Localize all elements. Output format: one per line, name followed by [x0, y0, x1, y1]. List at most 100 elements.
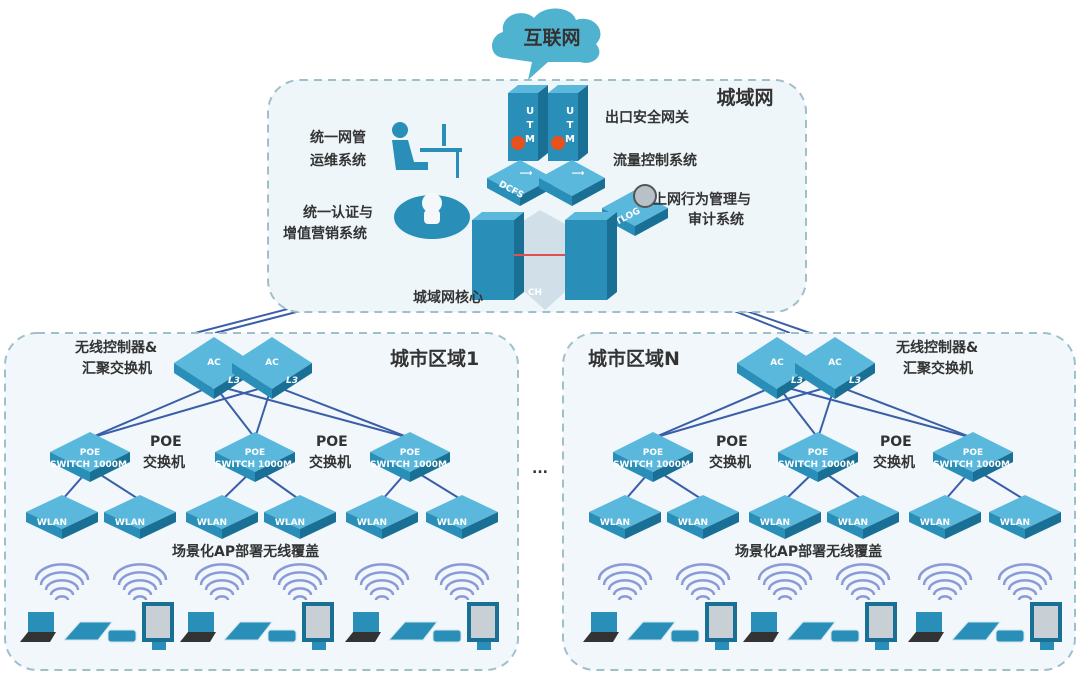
wifi-signal-icon [354, 563, 410, 601]
flow-control-device-2: ⟶ [539, 160, 605, 206]
region-1-poe-label-a2: 交换机 [143, 454, 185, 471]
region-1-poe-label-b2: 交换机 [309, 454, 351, 471]
device-text: WLAN [838, 518, 868, 528]
device-text: POE [643, 448, 663, 458]
monitor-icon [705, 602, 737, 650]
device-text: AC [207, 358, 221, 368]
region-n-ac-label-2: 汇聚交换机 [903, 360, 973, 377]
region-1-title: 城市区域1 [390, 347, 479, 370]
device-text: 1000M [821, 460, 855, 470]
monitor-icon [142, 602, 174, 650]
monitor-icon [302, 602, 334, 650]
region-1-wlan-ap-3: WLAN [186, 495, 258, 539]
audit-label-2: 审计系统 [688, 211, 744, 228]
region-n-wlan-ap-3: WLAN [749, 495, 821, 539]
device-text: WLAN [275, 518, 305, 528]
region-n-poe-label-a2: 交换机 [709, 454, 751, 471]
core-switch-1 [472, 212, 524, 300]
device-text: SWITCH [50, 460, 90, 470]
device-text: POE [400, 448, 420, 458]
wifi-signal-icon [835, 563, 891, 601]
device-text: ⟶ [520, 169, 533, 179]
laptop-icon [20, 612, 56, 642]
tablet-icon [62, 621, 114, 641]
device-text: 1000M [976, 460, 1010, 470]
device-text: WLAN [1000, 518, 1030, 528]
device-text: WLAN [920, 518, 950, 528]
tablet-icon [625, 621, 677, 641]
device-text: L3 [849, 376, 861, 386]
region-1-wlan-ap-2: WLAN [104, 495, 176, 539]
link-line [89, 384, 215, 439]
core-switch-2 [565, 212, 617, 300]
device-text: 1000M [93, 460, 127, 470]
device-text: 1000M [258, 460, 292, 470]
wifi-signal-icon [675, 563, 731, 601]
utm-firewall-1-label: UTM [524, 106, 535, 148]
device-text: SWITCH [778, 460, 818, 470]
device-text: L3 [286, 376, 298, 386]
tablet-icon [222, 621, 274, 641]
core-label: 城域网核心 [413, 289, 483, 306]
link-line [271, 384, 411, 439]
region-n-ac-label-1: 无线控制器& [895, 339, 978, 356]
tablet-icon [950, 621, 1002, 641]
fire-icon [551, 136, 565, 150]
phone-icon [107, 629, 137, 643]
device-text: ⟶ [572, 169, 585, 179]
device-text: WLAN [197, 518, 227, 528]
device-text: 1000M [656, 460, 690, 470]
nms-label-1: 统一网管 [310, 129, 366, 146]
ellipsis: ... [532, 461, 548, 477]
region-1-ac-label-2: 汇聚交换机 [82, 360, 152, 377]
phone-icon [670, 629, 700, 643]
internet-cloud-icon [491, 8, 601, 80]
device-text: WLAN [37, 518, 67, 528]
region-n-wlan-ap-1: WLAN [589, 495, 661, 539]
region-1-wlan-ap-4: WLAN [264, 495, 336, 539]
metro-title: 城域网 [716, 86, 773, 109]
gateway-label: 出口安全网关 [605, 109, 689, 126]
link-line [652, 384, 836, 439]
wifi-signal-icon [434, 563, 490, 601]
nms-label-2: 运维系统 [310, 152, 366, 169]
region-n-wlan-ap-5: WLAN [909, 495, 981, 539]
region-1-box [4, 332, 519, 671]
wifi-signal-icon [34, 563, 90, 601]
device-text: POE [963, 448, 983, 458]
magnifier-icon [633, 184, 657, 208]
auth-system-icon [394, 193, 470, 239]
region-n-box [562, 332, 1076, 671]
wifi-signal-icon [597, 563, 653, 601]
device-text: AC [770, 358, 784, 368]
region-1-wlan-ap-1: WLAN [26, 495, 98, 539]
device-text: POE [808, 448, 828, 458]
region-n-ap-label: 场景化AP部署无线覆盖 [735, 543, 882, 560]
device-text: WLAN [115, 518, 145, 528]
auth-label-2: 增值营销系统 [283, 225, 367, 242]
phone-icon [995, 629, 1025, 643]
region-1-wlan-ap-5: WLAN [346, 495, 418, 539]
fire-icon [511, 136, 525, 150]
tablet-icon [387, 621, 439, 641]
link-line [652, 384, 778, 439]
device-text: CH [528, 288, 542, 298]
link-line [213, 384, 411, 439]
device-text: 1000M [413, 460, 447, 470]
laptop-icon [743, 612, 779, 642]
device-text: SWITCH [215, 460, 255, 470]
region-n-poe-label-b2: 交换机 [873, 454, 915, 471]
utm-firewall-2-label: UTM [564, 106, 575, 148]
flow-control-device-1: DCFS⟶ [487, 160, 553, 206]
auth-label-1: 统一认证与 [303, 204, 373, 221]
phone-icon [432, 629, 462, 643]
region-n-title: 城市区域N [588, 347, 680, 370]
device-text: WLAN [357, 518, 387, 528]
device-text: SWITCH [613, 460, 653, 470]
wifi-signal-icon [194, 563, 250, 601]
